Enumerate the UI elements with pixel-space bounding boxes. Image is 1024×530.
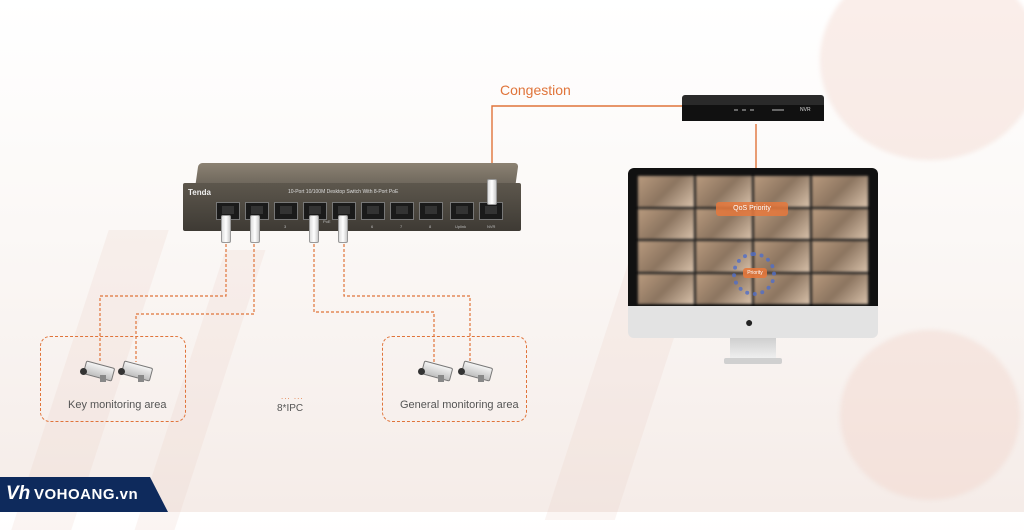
camera-icon bbox=[118, 360, 154, 382]
camera-mount bbox=[138, 375, 144, 382]
video-tile bbox=[812, 208, 868, 239]
video-tile bbox=[638, 176, 694, 207]
vohoang-logo-icon: Vh bbox=[6, 483, 31, 504]
video-tile bbox=[638, 241, 694, 272]
cable-cam1 bbox=[99, 244, 227, 362]
switch-port bbox=[450, 202, 474, 220]
camera-body bbox=[82, 360, 116, 382]
camera-body bbox=[120, 360, 154, 382]
poe-label: PoE bbox=[323, 219, 331, 224]
nvr-label: NVR bbox=[800, 107, 811, 113]
congestion-label: Congestion bbox=[500, 82, 571, 98]
camera-icon bbox=[418, 360, 454, 382]
switch-top bbox=[195, 163, 519, 185]
camera-lens bbox=[418, 368, 425, 375]
video-tile bbox=[754, 176, 810, 207]
rj45-plug bbox=[309, 215, 319, 243]
background-blob bbox=[840, 330, 1020, 500]
general-monitoring-zone bbox=[382, 336, 527, 422]
apple-logo-icon: ● bbox=[745, 314, 754, 330]
switch-model: 10-Port 10/100M Desktop Switch With 8-Po… bbox=[288, 189, 399, 195]
port-label: NVR bbox=[487, 224, 496, 229]
video-tile bbox=[812, 273, 868, 304]
camera-lens bbox=[80, 368, 87, 375]
connection-lines bbox=[99, 105, 757, 362]
cable-cam2 bbox=[135, 244, 255, 362]
port-label: 7 bbox=[400, 224, 403, 229]
monitor: QoS Priority Priority ● bbox=[628, 168, 878, 368]
qos-priority-badge: QoS Priority bbox=[716, 202, 788, 216]
camera-mount bbox=[100, 375, 106, 382]
general-monitoring-label: General monitoring area bbox=[400, 399, 519, 411]
port-label: 6 bbox=[371, 224, 374, 229]
cable-cam3 bbox=[313, 244, 435, 362]
port-label: Uplink bbox=[455, 224, 467, 229]
nvr-front bbox=[682, 105, 824, 121]
poe-switch: Tenda 10-Port 10/100M Desktop Switch Wit… bbox=[183, 163, 521, 243]
priority-badge: Priority bbox=[743, 268, 767, 278]
nvr-recorder: NVR bbox=[682, 95, 824, 123]
loading-ring-icon bbox=[732, 252, 776, 296]
monitor-chin bbox=[628, 306, 878, 338]
camera-mount bbox=[438, 375, 444, 382]
cable-cam4 bbox=[343, 244, 471, 362]
video-tile bbox=[638, 273, 694, 304]
rj45-plug-nvr bbox=[487, 179, 497, 205]
key-monitoring-zone bbox=[40, 336, 186, 422]
switch-brand: Tenda bbox=[188, 188, 211, 197]
vohoang-watermark: Vh VOHOANG.vn bbox=[0, 477, 168, 512]
ipc-ellipsis: ... ... bbox=[281, 392, 304, 401]
rj45-plug bbox=[221, 215, 231, 243]
monitor-stand bbox=[730, 338, 776, 360]
video-tile bbox=[812, 176, 868, 207]
camera-mount bbox=[478, 375, 484, 382]
switch-port bbox=[361, 202, 385, 220]
cable-nvr bbox=[491, 105, 682, 180]
nvr-led bbox=[750, 109, 754, 111]
camera-body bbox=[420, 360, 454, 382]
rj45-plug bbox=[250, 215, 260, 243]
monitor-screen bbox=[638, 176, 868, 304]
camera-icon bbox=[458, 360, 494, 382]
nvr-led bbox=[734, 109, 738, 111]
rj45-plug bbox=[338, 215, 348, 243]
camera-icon bbox=[80, 360, 116, 382]
video-tile bbox=[638, 208, 694, 239]
video-tile bbox=[696, 176, 752, 207]
monitor-bezel: QoS Priority Priority bbox=[628, 168, 878, 320]
camera-body bbox=[460, 360, 494, 382]
nvr-usb bbox=[772, 109, 784, 111]
nvr-top bbox=[682, 95, 824, 105]
ipc-count-label: 8*IPC bbox=[277, 403, 304, 414]
nvr-led bbox=[742, 109, 746, 111]
key-monitoring-label: Key monitoring area bbox=[68, 399, 167, 411]
port-label: 8 bbox=[429, 224, 432, 229]
watermark-background bbox=[0, 477, 168, 512]
camera-lens bbox=[118, 368, 125, 375]
video-tile bbox=[812, 241, 868, 272]
switch-port bbox=[274, 202, 298, 220]
watermark-text: VOHOANG.vn bbox=[34, 486, 139, 503]
monitor-foot bbox=[724, 358, 782, 364]
switch-port bbox=[390, 202, 414, 220]
switch-front: Tenda 10-Port 10/100M Desktop Switch Wit… bbox=[183, 183, 521, 231]
switch-port bbox=[419, 202, 443, 220]
camera-lens bbox=[458, 368, 465, 375]
port-label: 3 bbox=[284, 224, 287, 229]
